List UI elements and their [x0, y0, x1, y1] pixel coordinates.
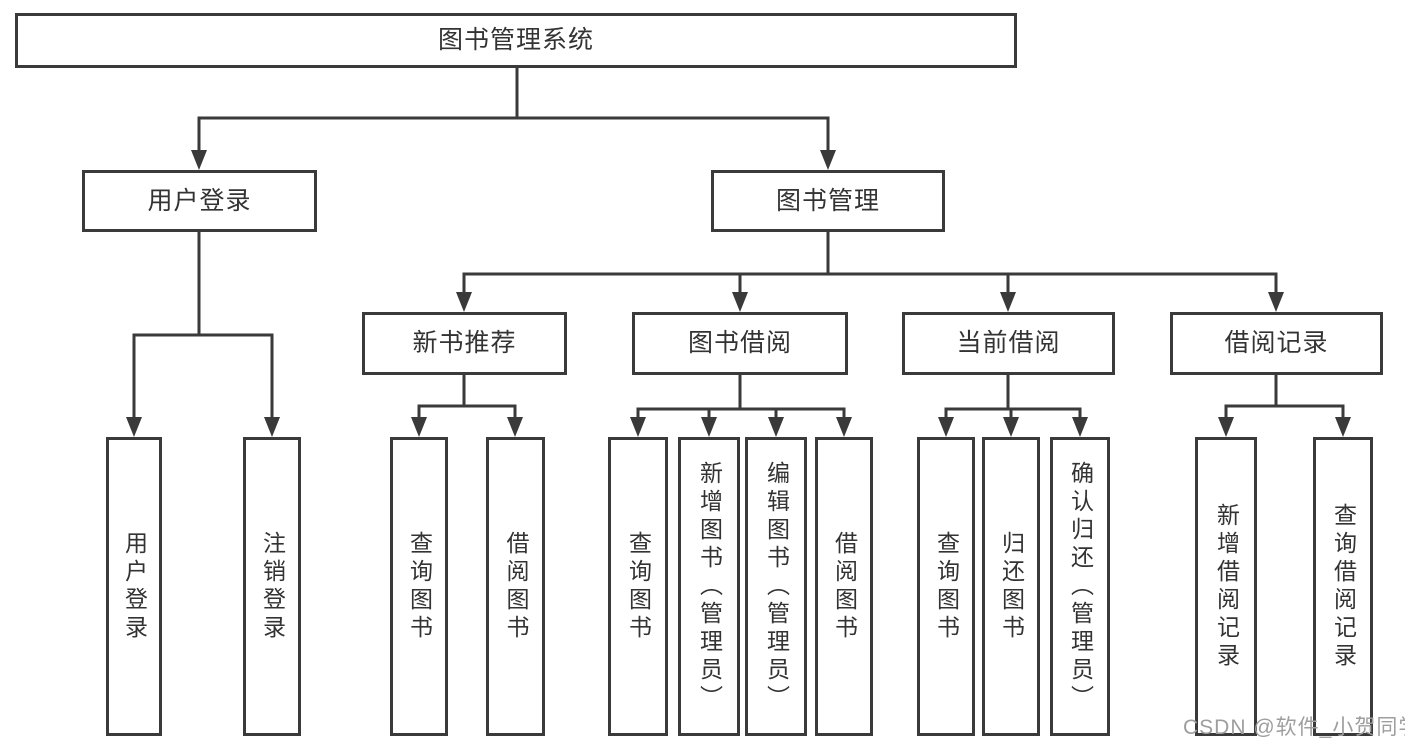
node-library-management-system: 图书管理系统	[15, 13, 1017, 68]
node-label: 编辑图书（管理员）	[763, 460, 790, 713]
node-label: 新书推荐	[412, 329, 517, 357]
node-label: 用户登录	[121, 530, 148, 643]
node-current-borrowing: 当前借阅	[902, 312, 1115, 375]
node-query-books: 查询图书	[917, 437, 975, 736]
node-user-login-leaf: 用户登录	[106, 437, 162, 736]
node-confirm-return-admin: 确认归还（管理员）	[1050, 437, 1110, 736]
node-label: 查询图书	[625, 530, 652, 643]
node-return-books: 归还图书	[982, 437, 1040, 736]
node-edit-book-admin: 编辑图书（管理员）	[745, 437, 807, 736]
node-label: 当前借阅	[956, 329, 1061, 357]
node-label: 注销登录	[259, 530, 286, 643]
node-label: 借阅图书	[831, 530, 858, 643]
node-user-login: 用户登录	[82, 170, 317, 232]
node-borrow-books: 借阅图书	[486, 437, 545, 736]
node-query-books: 查询图书	[608, 437, 668, 736]
node-label: 图书管理	[775, 186, 880, 215]
node-borrowing-records: 借阅记录	[1170, 312, 1383, 375]
node-new-book-recommendation: 新书推荐	[362, 312, 567, 375]
node-borrow-books: 借阅图书	[815, 437, 873, 736]
node-label: 图书管理系统	[437, 26, 594, 54]
node-label: 查询图书	[406, 530, 433, 643]
node-add-borrow-record: 新增借阅记录	[1195, 437, 1257, 736]
node-label: 借阅记录	[1224, 329, 1329, 357]
node-add-book-admin: 新增图书（管理员）	[678, 437, 740, 736]
node-label: 图书借阅	[687, 329, 792, 357]
node-label: 用户登录	[147, 186, 252, 215]
node-book-borrowing: 图书借阅	[632, 312, 848, 375]
node-label: 新增图书（管理员）	[696, 460, 723, 713]
node-book-management: 图书管理	[711, 170, 945, 232]
node-label: 归还图书	[998, 530, 1025, 643]
node-label: 新增借阅记录	[1213, 502, 1240, 671]
node-label: 查询借阅记录	[1330, 502, 1357, 671]
node-query-borrow-record: 查询借阅记录	[1313, 437, 1373, 736]
watermark: CSDN @软件_小贺同学	[1183, 716, 1405, 739]
node-logout: 注销登录	[243, 437, 301, 736]
node-label: 借阅图书	[503, 530, 529, 643]
node-label: 查询图书	[933, 530, 960, 643]
node-label: 确认归还（管理员）	[1067, 460, 1094, 713]
node-query-books: 查询图书	[390, 437, 448, 736]
